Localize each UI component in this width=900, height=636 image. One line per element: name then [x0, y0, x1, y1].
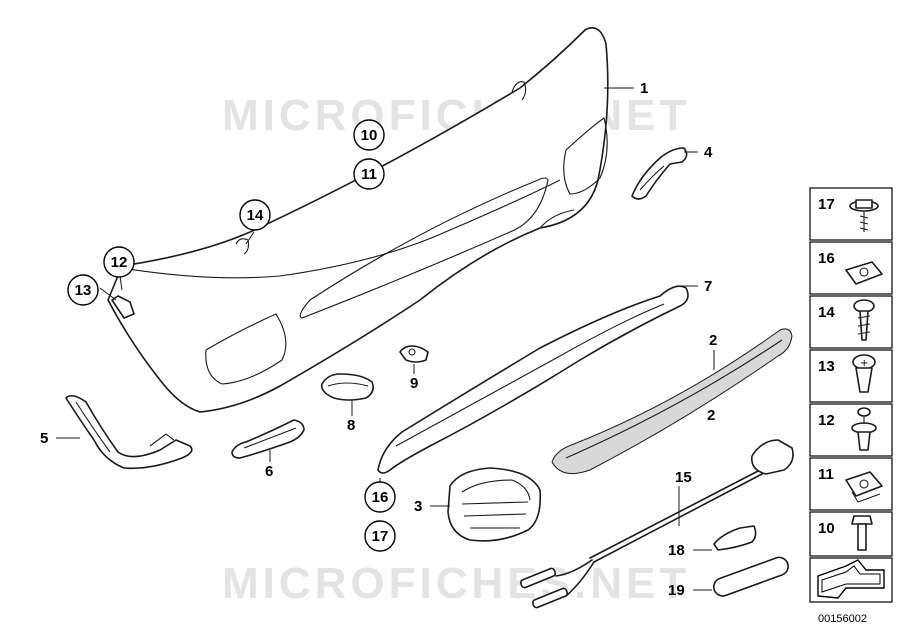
clip-nut-icon-2	[845, 471, 883, 503]
part-3-grille	[447, 467, 542, 542]
part-5-corner-trim	[65, 394, 193, 470]
bolt-washer-icon	[849, 199, 879, 232]
legend-label-14: 14	[818, 304, 835, 321]
legend-label-12: 12	[818, 412, 835, 429]
callout-11-circle: 11	[353, 158, 385, 190]
callout-11: 11	[361, 166, 377, 183]
clip-nut-icon	[845, 261, 883, 285]
plug-rivet-icon: +	[852, 354, 876, 393]
callout-12: 12	[111, 254, 128, 271]
screw-icon	[853, 299, 875, 341]
part-19-sleeve	[712, 556, 789, 597]
part-15-wiring-harness	[519, 439, 794, 609]
callout-8: 8	[347, 417, 355, 434]
callout-19: 19	[668, 582, 685, 599]
callout-5: 5	[40, 430, 48, 447]
diagram-id: 00156002	[818, 613, 867, 625]
callout-10: 10	[361, 127, 378, 144]
svg-text:+: +	[860, 358, 868, 369]
legend-label-17: 17	[818, 196, 835, 213]
callout-16-circle: 16	[364, 481, 396, 513]
callout-14-circle: 14	[239, 199, 271, 231]
callout-9: 9	[410, 375, 418, 392]
expanding-rivet-icon	[851, 407, 877, 451]
callout-14: 14	[247, 207, 264, 224]
part-4-insert	[631, 147, 688, 200]
callout-13: 13	[75, 282, 92, 299]
part-7-lower-trim	[377, 285, 689, 474]
legend-label-11: 11	[818, 466, 834, 483]
callout-17: 17	[372, 528, 389, 545]
callout-7: 7	[704, 278, 712, 295]
callout-2-label: 2	[709, 332, 717, 349]
callout-3: 3	[414, 498, 422, 515]
part-6-strip	[231, 419, 305, 459]
callout-13-circle: 13	[67, 274, 99, 306]
hex-bolt-icon	[851, 515, 873, 551]
callout-18: 18	[668, 542, 685, 559]
watermark-bottom: MICROFICHES.NET	[222, 559, 690, 608]
fastener-legend: 17 16 14 13 + 12	[809, 187, 893, 603]
arrow-icon	[817, 559, 885, 599]
legend-label-10: 10	[818, 520, 835, 537]
callout-15: 15	[675, 469, 692, 486]
part-8-marker-lamp	[320, 373, 374, 401]
callout-16: 16	[372, 489, 389, 506]
legend-label-16: 16	[818, 250, 835, 267]
part-9-clip	[399, 345, 429, 363]
callout-10-circle: 10	[353, 119, 385, 151]
part-2-grille-strip	[551, 328, 793, 475]
legend-label-13: 13	[818, 358, 835, 375]
callout-12-circle: 12	[103, 246, 135, 278]
part-18-clip-strip	[713, 525, 757, 551]
callout-4: 4	[704, 144, 713, 161]
callout-2: 2	[707, 407, 715, 424]
callout-1: 1	[640, 80, 648, 97]
callout-6: 6	[265, 463, 273, 480]
callout-17-circle: 17	[364, 520, 396, 552]
leader-lines	[56, 87, 715, 591]
